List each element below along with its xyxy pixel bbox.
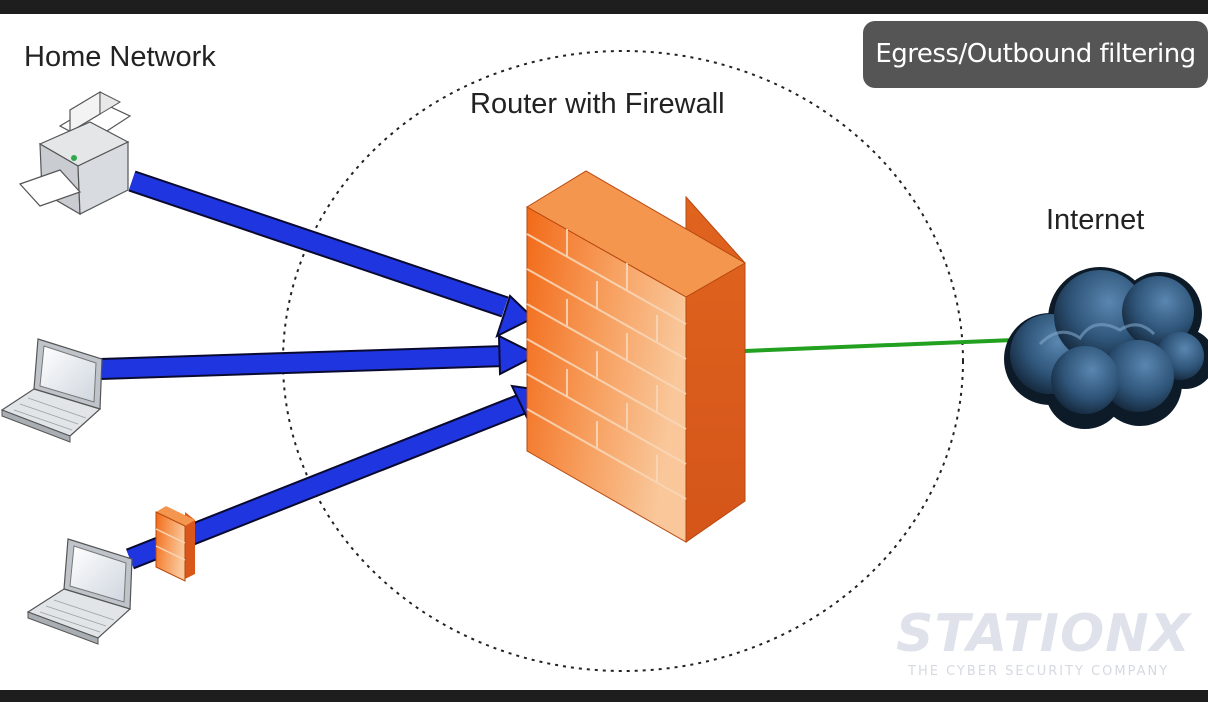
arrow-from-printer [128,170,535,338]
stationx-logo: STATIONX THE CYBER SECURITY COMPANY [896,604,1196,684]
router-label: Router with Firewall [470,88,725,120]
topic-badge: Egress/Outbound filtering [863,21,1208,88]
slide: Home Network Router with Firewall Intern… [0,14,1208,690]
arrow-from-laptop-1 [99,334,540,380]
printer-icon [18,90,132,216]
firewall-icon [526,170,746,543]
watermark-brand: STATIONX [896,604,1191,664]
watermark-tagline: THE CYBER SECURITY COMPANY [908,664,1170,679]
personal-firewall-icon [155,506,195,582]
home-network-label: Home Network [24,41,216,73]
cloud-icon [1004,267,1208,429]
router-boundary-circle [282,50,964,672]
laptop-icon [26,538,133,645]
internet-label: Internet [1046,204,1145,236]
laptop-icon [0,338,103,443]
network-diagram [0,50,1208,672]
